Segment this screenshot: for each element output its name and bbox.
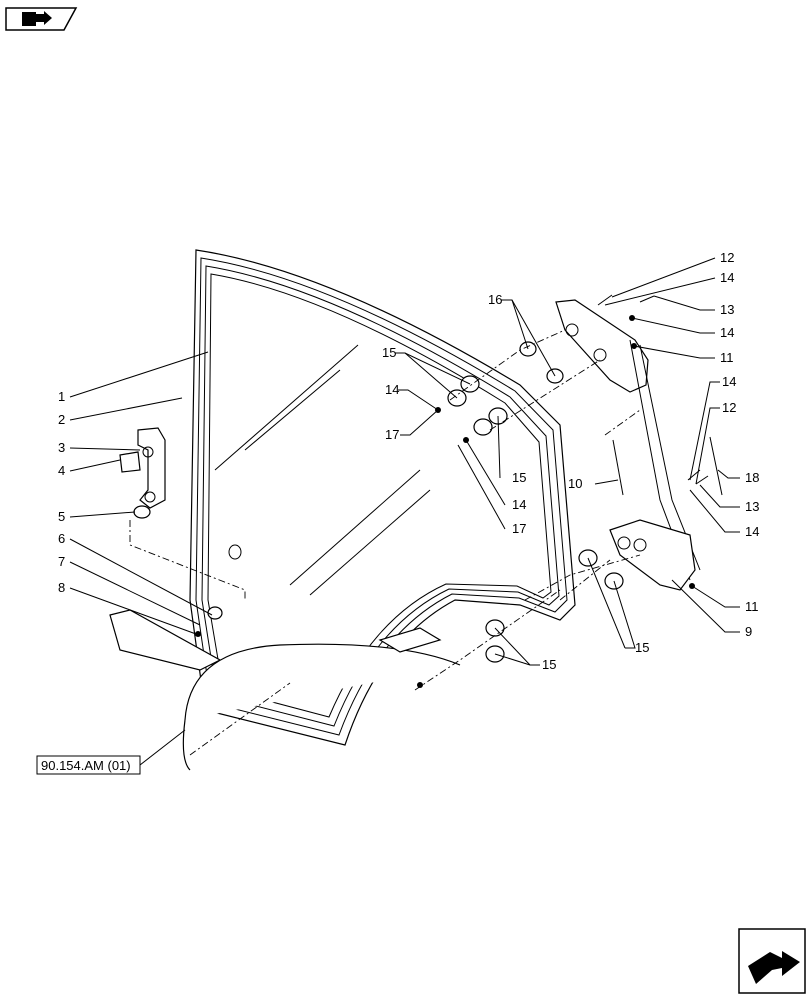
callout-number: 17 [512, 521, 526, 536]
callout-number: 18 [745, 470, 759, 485]
callout-number: 17 [385, 427, 399, 442]
door-glass-panel [189, 249, 576, 746]
callout-number: 14 [745, 524, 759, 539]
callout-number: 14 [512, 497, 526, 512]
callout-number: 14 [722, 374, 736, 389]
book-arrow-icon[interactable] [5, 7, 78, 31]
callout-number: 15 [542, 657, 556, 672]
lower-hinge-bracket [609, 519, 696, 591]
callout-number: 15 [382, 345, 396, 360]
callout-number: 10 [568, 476, 582, 491]
handle-assembly [119, 427, 166, 519]
callout-number: 1 [58, 389, 65, 404]
callout-number: 9 [745, 624, 752, 639]
callout-number: 13 [745, 499, 759, 514]
next-page-arrow-icon[interactable] [738, 928, 806, 994]
lower-latch-bar [109, 609, 461, 771]
callout-number: 5 [58, 509, 65, 524]
assembly-guide-lines [129, 329, 641, 756]
callout-number: 14 [385, 382, 399, 397]
reference-label[interactable]: 90.154.AM (01) [36, 755, 141, 775]
callout-number: 14 [720, 270, 734, 285]
callout-number: 14 [720, 325, 734, 340]
callout-number: 7 [58, 554, 65, 569]
callout-number: 8 [58, 580, 65, 595]
leader-lines [69, 257, 740, 766]
reference-label-text: 90.154.AM (01) [41, 758, 131, 773]
callout-number: 4 [58, 463, 65, 478]
callout-number: 13 [720, 302, 734, 317]
callout-number: 3 [58, 440, 65, 455]
callout-number: 11 [720, 350, 734, 365]
callout-number: 15 [512, 470, 526, 485]
callout-number: 12 [720, 250, 734, 265]
callout-numbers: 1 2 3 4 5 6 7 8 16 15 14 17 15 14 17 12 … [58, 250, 759, 672]
callout-number: 11 [745, 599, 759, 614]
hinge-pin [612, 436, 723, 496]
callout-number: 6 [58, 531, 65, 546]
callout-number: 12 [722, 400, 736, 415]
callout-number: 16 [488, 292, 502, 307]
callout-number: 2 [58, 412, 65, 427]
callout-number: 15 [635, 640, 649, 655]
